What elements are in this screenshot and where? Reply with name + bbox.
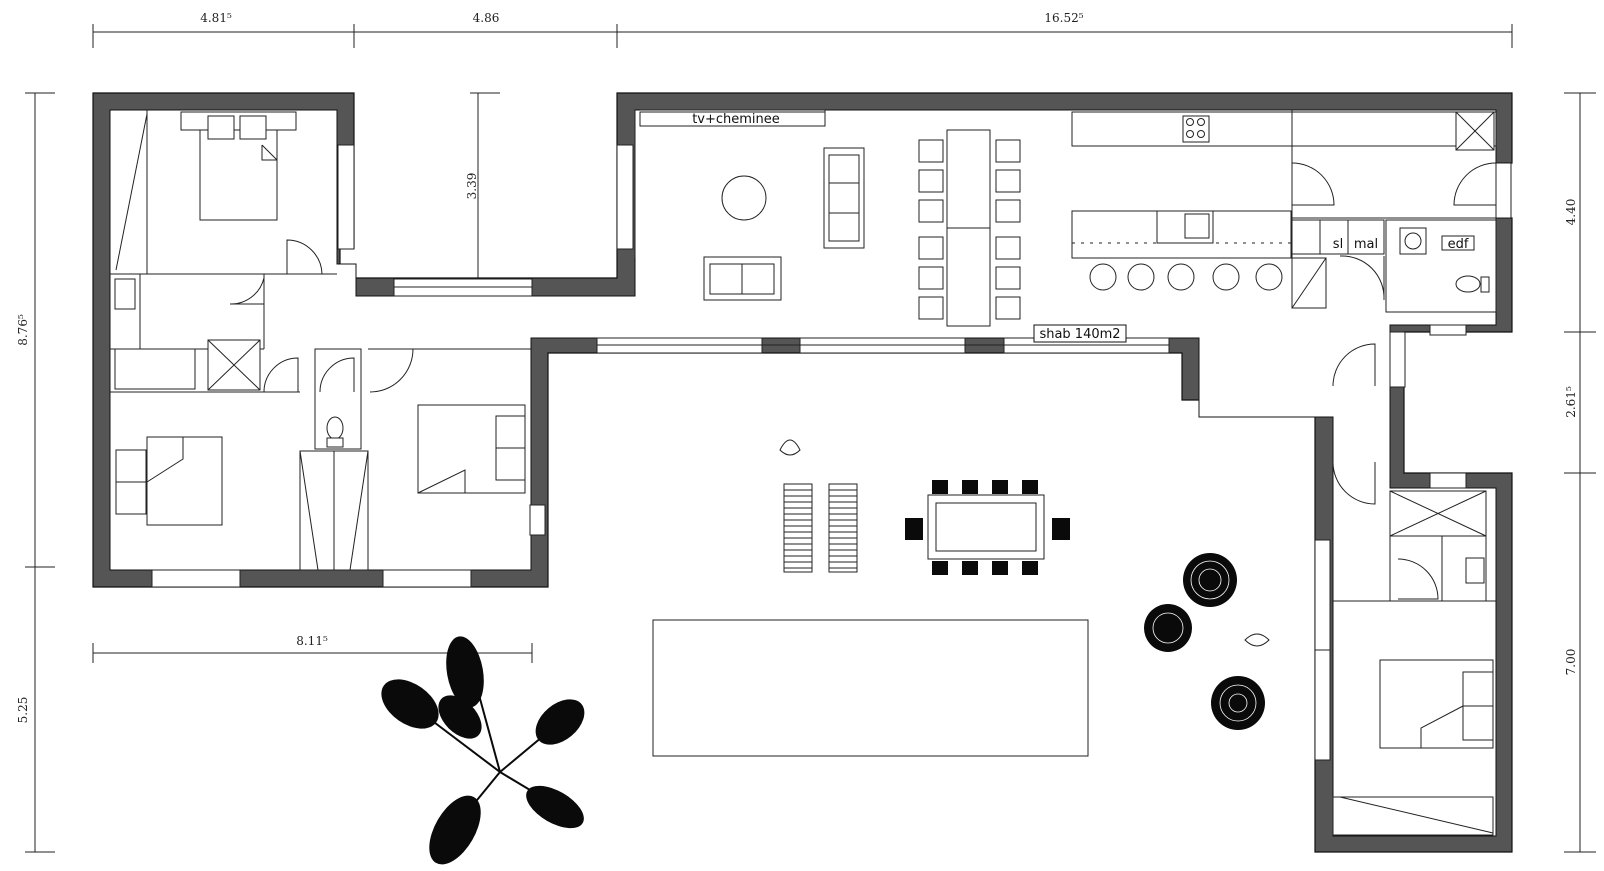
dim-top-right: 16.52⁵	[1044, 11, 1083, 25]
dim-top-left: 4.81⁵	[200, 11, 232, 25]
windows	[151, 144, 1512, 761]
chair	[995, 169, 1021, 193]
chair	[918, 199, 944, 223]
dim-left-lower: 5.25	[16, 697, 30, 724]
area-label-box	[1033, 324, 1127, 343]
right-wing-rooms	[1332, 490, 1496, 836]
chair	[1022, 561, 1038, 575]
chair	[995, 296, 1021, 320]
chair	[995, 266, 1021, 290]
label-tv-cheminee: tv+cheminee	[692, 112, 780, 127]
palm-tree	[381, 636, 585, 865]
chair	[992, 480, 1008, 494]
chair	[995, 139, 1021, 163]
dim-top-mid: 4.86	[473, 11, 500, 25]
dimension-lines	[25, 24, 1596, 853]
dim-right-mid: 2.61⁵	[1564, 386, 1578, 418]
chair	[992, 561, 1008, 575]
kitchen	[1071, 111, 1293, 291]
service-rooms	[1291, 110, 1497, 505]
chair	[932, 561, 948, 575]
terrace	[652, 439, 1270, 757]
label-mal: mal	[1354, 237, 1378, 252]
dim-right-upper: 4.40	[1564, 199, 1578, 226]
dim-bottom-wing: 8.11⁵	[296, 634, 328, 648]
chair	[905, 518, 923, 540]
dining-chairs	[918, 139, 1021, 320]
chair	[918, 236, 944, 260]
label-area: shab 140m2	[1039, 327, 1120, 342]
chair	[918, 296, 944, 320]
planters	[1144, 553, 1265, 730]
chair	[932, 480, 948, 494]
pool	[652, 619, 1089, 757]
dim-right-lower: 7.00	[1564, 649, 1578, 676]
chair	[918, 169, 944, 193]
chair	[995, 236, 1021, 260]
living-area	[639, 111, 991, 327]
chair	[1052, 518, 1070, 540]
label-edf: edf	[1448, 237, 1469, 252]
chair	[962, 561, 978, 575]
left-wing-rooms	[110, 110, 531, 571]
chair	[962, 480, 978, 494]
chair	[918, 266, 944, 290]
dim-courtyard-depth: 3.39	[465, 173, 479, 200]
chair	[1022, 480, 1038, 494]
dim-left-total: 8.76⁵	[16, 314, 30, 346]
chair	[995, 199, 1021, 223]
chair	[918, 139, 944, 163]
label-sl: sl	[1333, 237, 1343, 252]
